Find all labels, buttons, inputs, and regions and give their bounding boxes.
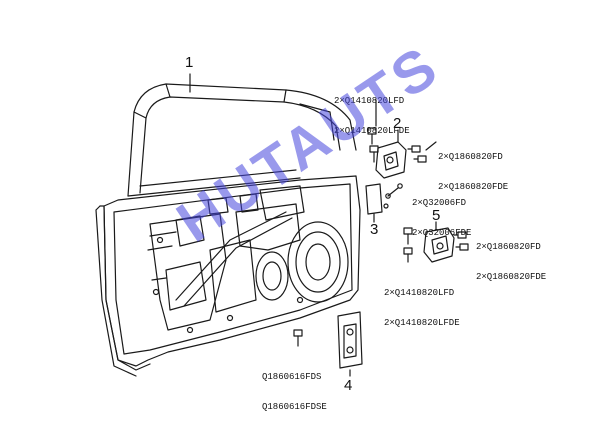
upper-hinge bbox=[375, 129, 407, 179]
lower-hinge-studs bbox=[453, 231, 469, 251]
callout-1: 1 bbox=[185, 54, 194, 71]
upper-hinge-studs bbox=[407, 141, 437, 163]
callout-2: 2 bbox=[393, 115, 402, 132]
callout-3: 3 bbox=[370, 221, 379, 238]
door-check bbox=[365, 183, 403, 223]
spec-upper-hinge-studs: 2×Q1860820FD 2×Q1860820FDE bbox=[438, 152, 509, 192]
spec-striker-bolt: Q1860616FDS Q1860616FDSE bbox=[262, 372, 327, 412]
spec-check-nut: 2×Q32006FD 2×Q32006FDE bbox=[412, 198, 472, 238]
lower-hinge bbox=[423, 221, 455, 263]
spec-lower-hinge-bolts: 2×Q1410820LFD 2×Q1410820LFDE bbox=[384, 288, 460, 328]
door-panel bbox=[95, 175, 361, 377]
callout-5: 5 bbox=[432, 207, 441, 224]
spec-lower-hinge-studs: 2×Q1860820FD 2×Q1860820FDE bbox=[476, 242, 547, 282]
window-frame bbox=[127, 83, 357, 197]
striker-bracket bbox=[337, 311, 363, 377]
callout-4: 4 bbox=[344, 377, 353, 394]
upper-hinge-bolts bbox=[367, 99, 379, 163]
spec-upper-hinge-bolts: 2×Q1410820LFD 2×Q1410820LFDE bbox=[334, 96, 410, 136]
striker-bolt bbox=[293, 329, 303, 347]
lower-hinge-bolts bbox=[403, 227, 413, 263]
